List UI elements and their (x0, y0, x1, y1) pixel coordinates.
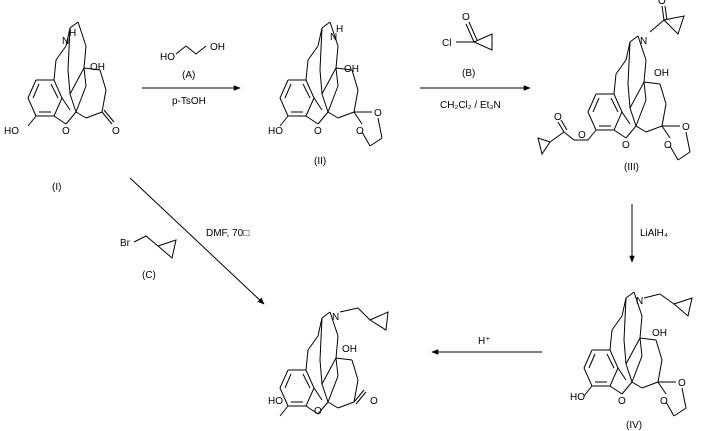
compound-II-ether-o: O (314, 126, 322, 137)
reagent-C-label: (C) (142, 270, 156, 281)
compound-III: N O OH O O O O O (III) (537, 0, 691, 173)
reagent-A-ho: HO (160, 52, 175, 63)
product-oh: OH (342, 344, 357, 355)
compound-IV-ketal-o1: O (660, 396, 668, 407)
compound-IV-n: N (636, 296, 643, 307)
compound-II-h: H (336, 24, 343, 35)
compound-IV-ketal-o2: O (678, 378, 686, 389)
reagent-C: Br (C) (120, 235, 177, 281)
compound-I-label: (I) (52, 182, 61, 193)
compound-IV-ether-o: O (618, 396, 626, 407)
reagent-A: HO OH (A) (160, 42, 225, 81)
compound-III-ester-co: O (554, 112, 562, 123)
compound-II-ho: HO (268, 126, 283, 137)
reagent-C-br: Br (120, 238, 131, 249)
compound-II-ketal-o1: O (356, 126, 364, 137)
compound-II-label: (II) (314, 156, 326, 167)
product-ketone-o: O (370, 396, 378, 407)
compound-I-oh: OH (90, 62, 105, 73)
reagent-B: Cl O (B) (442, 12, 493, 79)
compound-I-n: N (62, 36, 69, 47)
compound-III-acyl-o: O (658, 0, 666, 7)
compound-IV-oh: OH (652, 328, 667, 339)
compound-IV-label: (IV) (626, 420, 642, 431)
arrow-direct-route (129, 177, 265, 305)
compound-II-oh: OH (344, 64, 359, 75)
compound-IV-ho: HO (570, 392, 585, 403)
reagent-B-o: O (462, 12, 470, 23)
compound-I-ho: HO (4, 126, 19, 137)
compound-III-label: (III) (624, 162, 639, 173)
compound-I-ether-o: O (62, 126, 70, 137)
reagent-A-label: (A) (182, 70, 195, 81)
reagent-B-label: (B) (462, 68, 475, 79)
condition-direct: DMF, 70□ (206, 228, 249, 239)
compound-III-ketal-o2: O (682, 122, 690, 133)
compound-II-n: N (330, 32, 337, 43)
product-ether-o: O (314, 406, 322, 417)
compound-III-ether-o: O (622, 140, 630, 151)
reagent-B-cl: Cl (442, 38, 451, 49)
product: N OH HO O O (268, 307, 389, 417)
compound-III-ester-o: O (578, 130, 586, 141)
compound-I-ketone-o: O (112, 126, 120, 137)
product-n: N (332, 312, 339, 323)
condition-step4: H⁺ (478, 336, 491, 347)
product-ho: HO (268, 396, 283, 407)
compound-III-oh: OH (654, 68, 669, 79)
compound-III-n: N (640, 36, 647, 47)
compound-II-ketal-o2: O (374, 108, 382, 119)
compound-I: N H OH HO O O (I) (4, 21, 120, 193)
reagent-A-oh: OH (210, 42, 225, 53)
compound-III-ketal-o1: O (664, 140, 672, 151)
compound-II: N H OH HO O O O (II) (268, 21, 383, 167)
condition-step1: p-TsOH (172, 96, 206, 107)
condition-step2: CH₂Cl₂ / Et₃N (440, 100, 501, 111)
compound-IV: N OH HO O O O (IV) (570, 291, 693, 431)
condition-step3: LiAlH₄ (640, 228, 668, 239)
compound-I-h: H (69, 28, 76, 39)
